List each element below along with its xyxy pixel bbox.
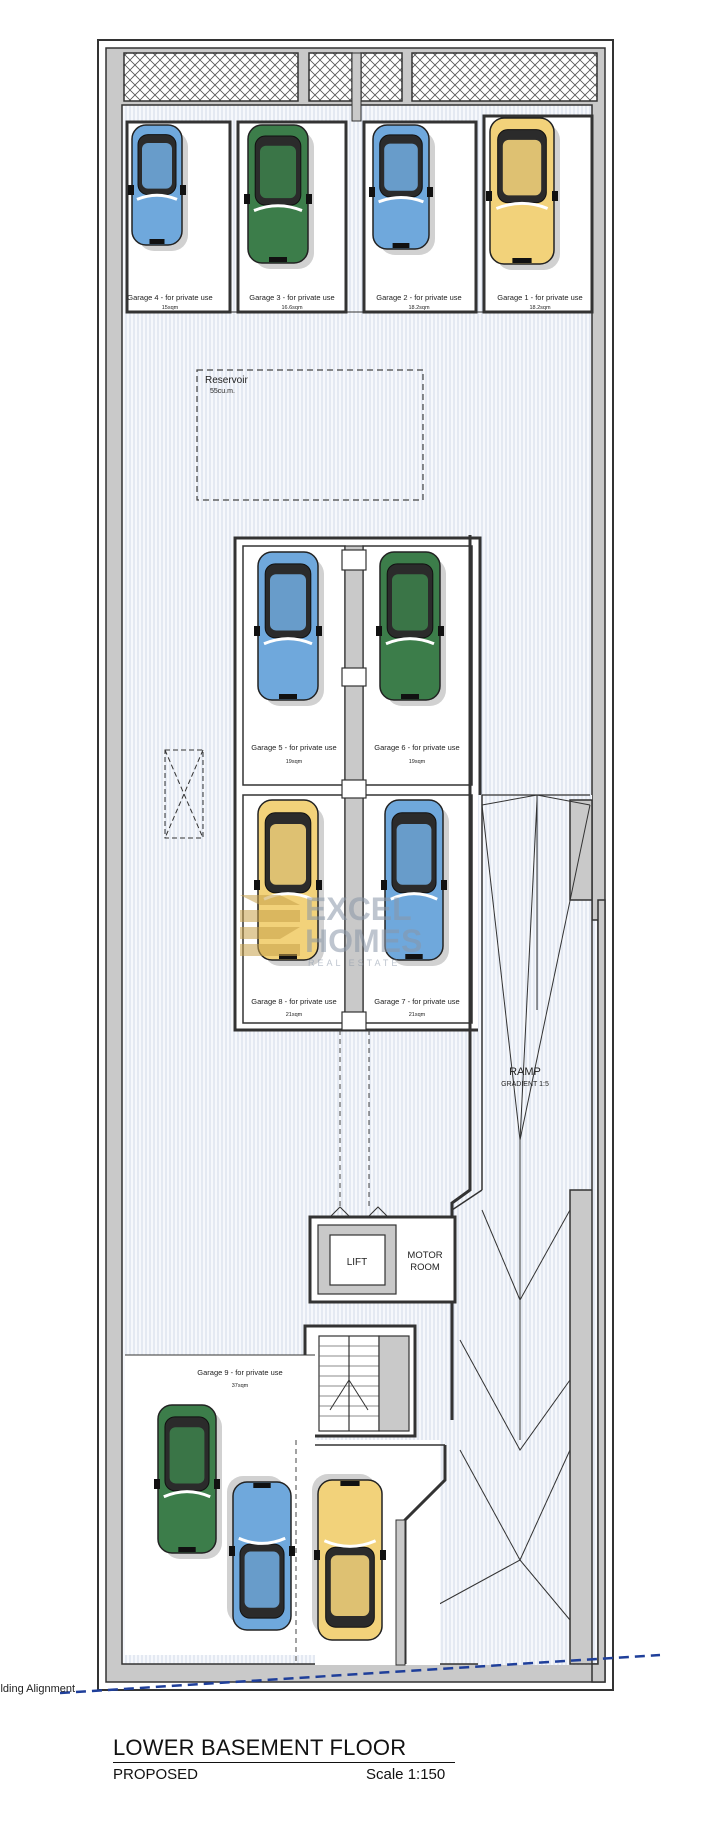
garage-9-area: 37sqm	[232, 1383, 249, 1389]
car-icon	[312, 1474, 386, 1641]
void-cross-icon	[164, 749, 204, 839]
lift-label: LIFT	[347, 1257, 368, 1268]
garage-7-area: 21sqm	[409, 1012, 426, 1018]
garage-4-label: Garage 4 - for private use	[127, 293, 212, 302]
ramp-area: RAMP GRADIENT 1:5	[409, 535, 606, 1683]
watermark: EXCEL HOMES REAL ESTATE	[240, 891, 422, 968]
car-icon	[381, 799, 449, 966]
watermark-line2: HOMES	[305, 923, 422, 959]
building-alignment-label: ilding Alignment	[0, 1683, 75, 1695]
garage-8-area: 21sqm	[286, 1012, 303, 1018]
reservoir-volume: 55cu.m.	[210, 388, 235, 395]
garage-2-area: 18.2sqm	[408, 305, 430, 311]
staircase-icon	[303, 1324, 417, 1438]
car-icon	[486, 117, 560, 270]
car-icon	[244, 124, 314, 269]
motor-room-line2: ROOM	[410, 1262, 440, 1273]
watermark-line1: EXCEL	[305, 891, 412, 927]
title-rule	[113, 1762, 455, 1763]
garage-4-area: 15sqm	[162, 305, 179, 311]
drawing-scale: Scale 1:150	[366, 1766, 446, 1783]
garage-3-label: Garage 3 - for private use	[249, 293, 334, 302]
lift-core: LIFT MOTOR ROOM	[308, 1206, 457, 1304]
garage-6-area: 19sqm	[409, 759, 426, 765]
car-icon	[227, 1476, 295, 1631]
garage-labels: Garage 4 - for private use 15sqm Garage …	[127, 293, 582, 1389]
watermark-logo	[240, 895, 300, 956]
garage-2-label: Garage 2 - for private use	[376, 293, 461, 302]
garage-7-label: Garage 7 - for private use	[374, 997, 459, 1006]
ramp-gradient: GRADIENT 1:5	[501, 1081, 549, 1088]
garage-1-area: 18.2sqm	[529, 305, 551, 311]
garage-8-label: Garage 8 - for private use	[251, 997, 336, 1006]
garage-6-label: Garage 6 - for private use	[374, 743, 459, 752]
building-alignment: ilding Alignment	[0, 1653, 661, 1695]
garage-5-label: Garage 5 - for private use	[251, 743, 336, 752]
drawing-status: PROPOSED	[113, 1766, 199, 1783]
motor-room-line1: MOTOR	[407, 1250, 442, 1261]
reservoir-label: Reservoir	[205, 375, 248, 386]
car-icon	[369, 124, 435, 255]
drawing-title: LOWER BASEMENT FLOOR	[113, 1735, 407, 1760]
car-icon	[154, 1404, 222, 1559]
reservoir: Reservoir 55cu.m.	[196, 369, 424, 501]
garage-9-label: Garage 9 - for private use	[197, 1368, 282, 1377]
garage-5-area: 19sqm	[286, 759, 303, 765]
car-icon	[376, 551, 446, 706]
car-icon	[128, 124, 188, 251]
garage-3-area: 16.6sqm	[281, 305, 303, 311]
light-wells	[123, 52, 598, 122]
watermark-line3: REAL ESTATE	[308, 958, 400, 968]
ramp-arrow-icon	[409, 794, 591, 1621]
ramp-label: RAMP	[509, 1066, 541, 1078]
garage-1-label: Garage 1 - for private use	[497, 293, 582, 302]
car-icon	[254, 551, 324, 706]
